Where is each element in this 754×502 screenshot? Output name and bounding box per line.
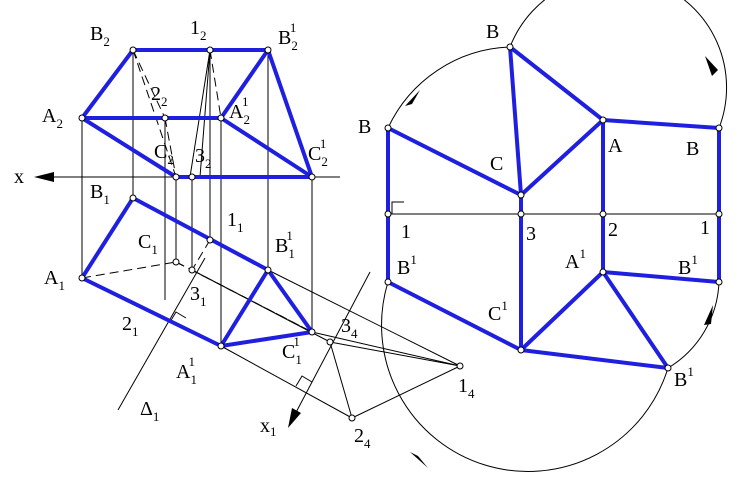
delta-label: Δ1 [140, 398, 159, 424]
label-1-2: 12 [190, 17, 207, 43]
right-angle-mark [295, 375, 313, 387]
label-a1: A1 [44, 267, 65, 293]
arrow-icon [405, 90, 420, 106]
label-1-1: 11 [227, 209, 244, 235]
label-2-1: 21 [122, 313, 139, 339]
rotation-arc-lower-left [381, 281, 669, 472]
label-3-4: 34 [341, 315, 358, 341]
development-construction [381, 0, 728, 472]
dev-label-b-left: B [358, 116, 371, 138]
development-edges [386, 45, 721, 370]
frontal-projection-edges [80, 48, 314, 179]
rotation-arc-upper-right [509, 0, 728, 129]
arrow-icon [704, 305, 713, 325]
delta-line [117, 257, 206, 411]
label-a2-prime: A21 [229, 94, 250, 127]
label-2-2: 22 [151, 83, 168, 109]
development-points [384, 43, 723, 372]
dev-label-b1-right: B1 [678, 252, 698, 279]
arrow-icon [410, 452, 428, 468]
label-b2-prime: B21 [278, 20, 298, 53]
point-labels: x B2 12 B21 A2 22 A21 C2 32 C21 B1 C1 11… [14, 17, 710, 451]
rotation-arc-upper-left [387, 46, 511, 129]
label-c1-prime: C11 [282, 334, 301, 367]
label-2-4: 24 [354, 425, 371, 451]
label-c2-prime: C21 [308, 136, 328, 169]
dev-label-c1: C1 [488, 298, 508, 325]
label-3-2: 32 [195, 145, 212, 171]
right-angle-mark [391, 201, 404, 214]
label-b1-prime: B11 [275, 228, 294, 261]
x-axis-label: x [14, 166, 24, 188]
label-1-4: 14 [458, 375, 475, 401]
dev-label-b1-bottom: B1 [674, 364, 694, 391]
dev-label-1-right: 1 [700, 217, 710, 239]
x-axis-arrow [34, 172, 54, 182]
dev-label-b1-left: B1 [397, 252, 417, 279]
dev-label-a: A [608, 135, 623, 157]
label-b2: B2 [90, 23, 110, 49]
dev-label-a1: A1 [565, 246, 586, 273]
label-c1: C1 [138, 231, 158, 257]
right-angle-mark [169, 311, 187, 323]
x1-axis-label: x1 [260, 415, 277, 439]
dev-label-b-right: B [686, 138, 699, 160]
projection-points [78, 46, 464, 422]
arrow-icon [705, 56, 718, 76]
dev-label-1: 1 [401, 221, 411, 243]
dev-label-3: 3 [526, 223, 536, 245]
dev-label-b-top: B [486, 21, 499, 43]
dev-label-2: 2 [608, 219, 618, 241]
dev-label-c: C [490, 153, 503, 175]
label-3-1: 31 [190, 283, 207, 309]
label-a1-prime: A11 [176, 354, 196, 387]
label-b1: B1 [90, 181, 110, 207]
label-c2: C2 [154, 141, 174, 167]
label-a2: A2 [42, 105, 63, 131]
rotation-arc-lower-right [667, 281, 720, 369]
x1-axis-arrow [288, 408, 301, 428]
